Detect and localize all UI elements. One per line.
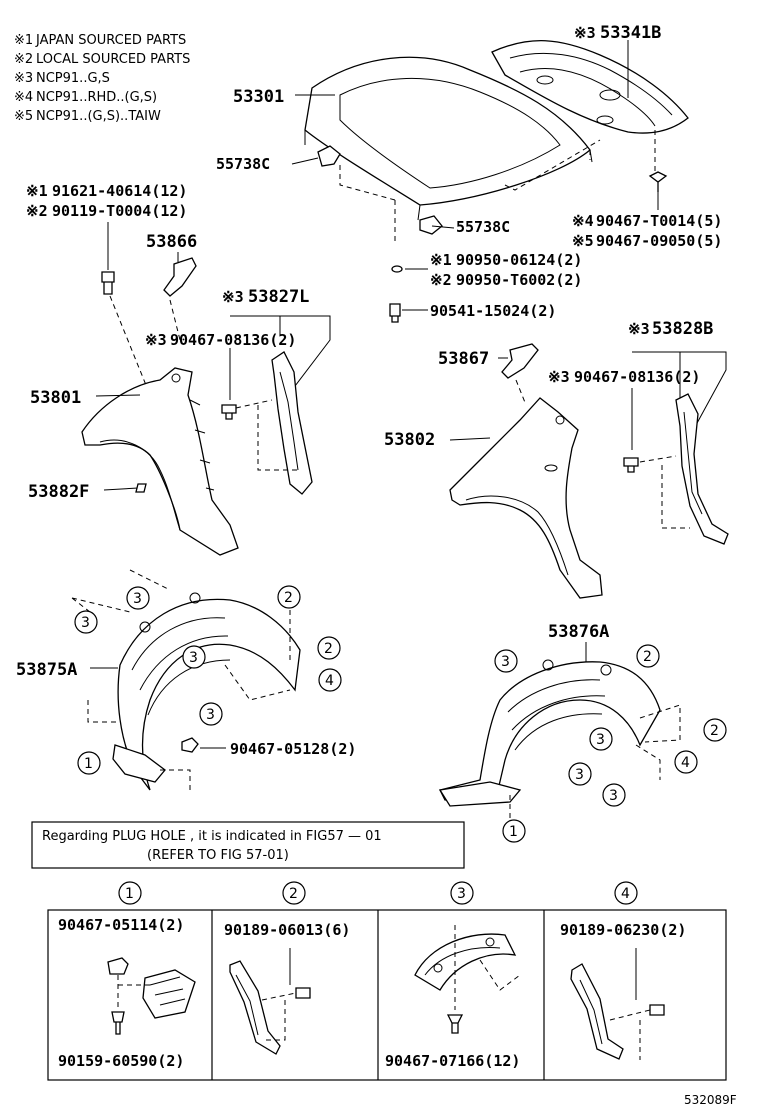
label-53866: 53866 — [146, 232, 197, 252]
callout-4: 4 — [325, 673, 334, 689]
note-4-mark: ※4 — [14, 90, 33, 105]
label-90467-08136-r-mark: ※3 — [548, 368, 570, 386]
label-53827L: 53827L — [248, 287, 309, 307]
label-55738C-right: 55738C — [456, 218, 510, 236]
callout-3: 3 — [81, 615, 90, 631]
callout-3: 3 — [575, 767, 584, 783]
label-90950-06124-mark: ※1 — [430, 251, 452, 269]
note-3-text: NCP91..G,S — [36, 71, 110, 86]
label-90467-T0014-mark: ※4 — [572, 212, 594, 230]
right-liner-drawing — [438, 659, 661, 807]
callout-1: 1 — [84, 756, 93, 772]
note-1-mark: ※1 — [14, 33, 33, 48]
detail-2-top-label: 90189-06013(6) — [224, 921, 350, 939]
label-90467-T0014: 90467-T0014(5) — [596, 212, 722, 230]
figure-id: 532089F — [684, 1093, 737, 1107]
note-1-text: JAPAN SOURCED PARTS — [35, 33, 186, 48]
left-liner-drawing — [112, 592, 301, 791]
plug-hole-note: Regarding PLUG HOLE , it is indicated in… — [31, 821, 465, 869]
label-90467-08136-l: 90467-08136(2) — [170, 331, 296, 349]
label-53882F: 53882F — [28, 482, 89, 502]
label-53828B: 53828B — [652, 319, 713, 339]
label-90950-T6002-mark: ※2 — [430, 271, 452, 289]
note-line-2: (REFER TO FIG 57-01) — [147, 848, 289, 863]
label-53801: 53801 — [30, 388, 81, 408]
left-bracket-drawing — [271, 351, 313, 495]
label-90950-06124: 90950-06124(2) — [456, 251, 582, 269]
callout-circles: 3 3 3 3 2 2 4 1 3 2 3 2 3 4 3 1 — [74, 585, 727, 843]
label-90119-T0004: 90119-T0004(12) — [52, 202, 187, 220]
label-53827L-mark: ※3 — [222, 288, 244, 306]
right-bracket-drawing — [675, 393, 729, 545]
callout-3: 3 — [189, 650, 198, 666]
label-90467-05128: 90467-05128(2) — [230, 740, 356, 758]
callout-4: 4 — [681, 755, 690, 771]
detail-3-callout: 3 — [457, 886, 466, 902]
label-53341B: 53341B — [600, 23, 661, 43]
callout-2: 2 — [643, 649, 652, 665]
label-90467-08136-l-mark: ※3 — [145, 331, 167, 349]
detail-3-bottom-label: 90467-07166(12) — [385, 1052, 520, 1070]
label-90467-09050-mark: ※5 — [572, 232, 594, 250]
label-91621-mark: ※1 — [26, 182, 48, 200]
label-53867: 53867 — [438, 349, 489, 369]
label-55738C-left: 55738C — [216, 155, 270, 173]
label-53341B-mark: ※3 — [574, 24, 596, 42]
hood-insulator-drawing — [491, 40, 689, 134]
callout-3: 3 — [596, 732, 605, 748]
label-90467-09050: 90467-09050(5) — [596, 232, 722, 250]
label-53802: 53802 — [384, 430, 435, 450]
callout-2: 2 — [710, 723, 719, 739]
label-90119-mark: ※2 — [26, 202, 48, 220]
notes-legend: ※1 JAPAN SOURCED PARTS ※2 LOCAL SOURCED … — [14, 33, 190, 124]
detail-1-callout: 1 — [125, 886, 134, 902]
callout-2: 2 — [324, 641, 333, 657]
note-5-text: NCP91..(G,S)..TAIW — [36, 109, 161, 124]
label-90950-T6002: 90950-T6002(2) — [456, 271, 582, 289]
detail-2-callout: 2 — [289, 886, 298, 902]
note-2-mark: ※2 — [14, 52, 33, 67]
label-91621-40614: 91621-40614(12) — [52, 182, 187, 200]
right-fender-drawing — [449, 397, 603, 599]
detail-panel: 1 90467-05114(2) 90159-60590(2) 2 90189-… — [47, 881, 727, 1081]
callout-3: 3 — [206, 707, 215, 723]
detail-4-top-label: 90189-06230(2) — [560, 921, 686, 939]
label-90541-15024: 90541-15024(2) — [430, 302, 556, 320]
note-2-text: LOCAL SOURCED PARTS — [36, 52, 190, 67]
label-53828B-mark: ※3 — [628, 320, 650, 338]
callout-3: 3 — [501, 654, 510, 670]
detail-4-callout: 4 — [621, 886, 630, 902]
callout-3: 3 — [133, 591, 142, 607]
callout-2: 2 — [284, 590, 293, 606]
label-53876A: 53876A — [548, 622, 609, 642]
note-5-mark: ※5 — [14, 109, 33, 124]
detail-1-top-label: 90467-05114(2) — [58, 916, 184, 934]
callout-1: 1 — [509, 824, 518, 840]
label-53301: 53301 — [233, 87, 284, 107]
left-fender-drawing — [81, 367, 239, 556]
callout-3: 3 — [609, 788, 618, 804]
note-3-mark: ※3 — [14, 71, 33, 86]
label-53875A: 53875A — [16, 660, 77, 680]
label-90467-08136-r: 90467-08136(2) — [574, 368, 700, 386]
detail-1-bottom-label: 90159-60590(2) — [58, 1052, 184, 1070]
note-4-text: NCP91..RHD..(G,S) — [36, 90, 157, 105]
note-line-1: Regarding PLUG HOLE , it is indicated in… — [42, 829, 382, 844]
